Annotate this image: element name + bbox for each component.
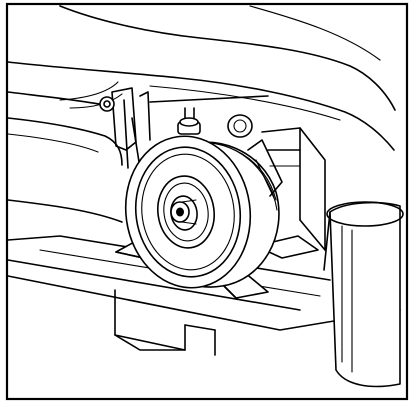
caster-wheel [124,135,280,289]
mount-boss-icon [227,114,253,138]
right-drum [323,201,404,388]
top-deck [7,5,396,151]
caster-fork [247,139,283,199]
center-fittings [149,95,269,138]
left-bracket [99,87,151,169]
right-support [261,127,326,251]
